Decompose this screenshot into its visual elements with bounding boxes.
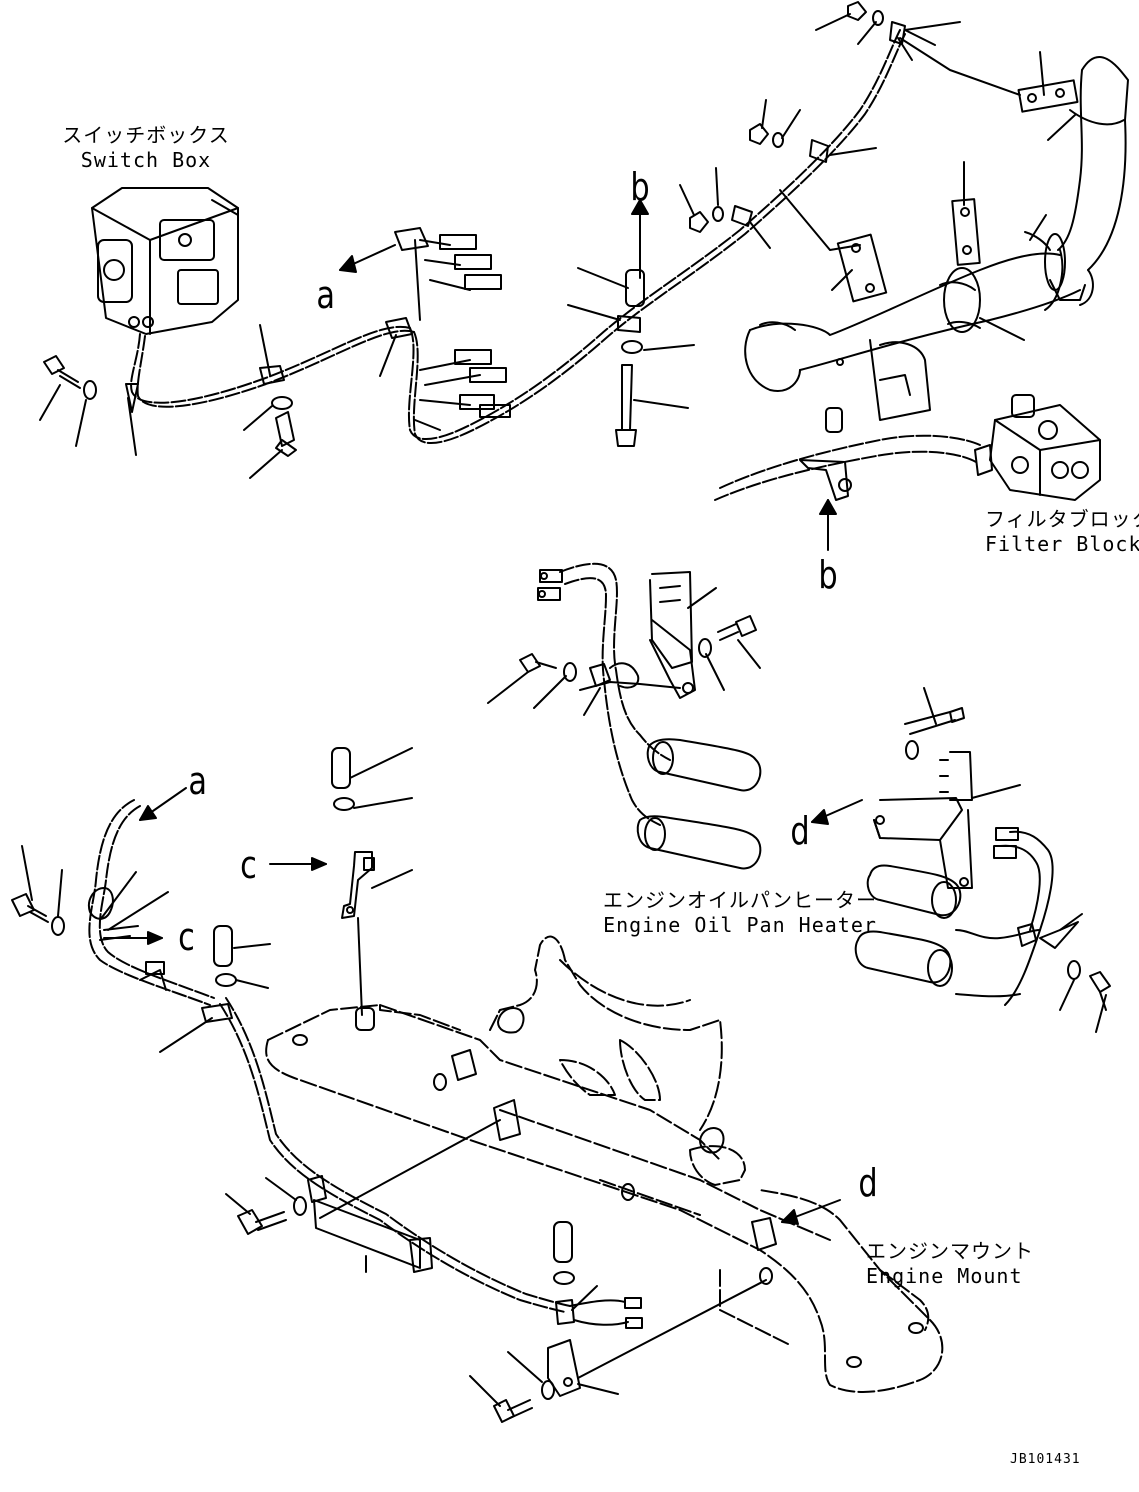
callout-a-top: a (316, 273, 335, 317)
document-id: JB101431 (1010, 1452, 1081, 1467)
callout-d-bottom: d (858, 1161, 878, 1205)
leader-lines-top (39, 13, 1076, 479)
leader-lines-right (923, 687, 1107, 1033)
callout-a-bottom: a (188, 759, 207, 803)
bottom-left-harness (11, 747, 643, 1423)
right-heater-bracket (854, 707, 1111, 1011)
leader-lines-middle (487, 587, 761, 716)
switch-box-label-en: Switch Box (80, 148, 212, 172)
top-hardware (43, 1, 884, 457)
filter-block-label-en: Filter Block (985, 532, 1139, 556)
oil-pan-heater-label-en: Engine Oil Pan Heater (603, 913, 877, 937)
callout-b-top: b (630, 165, 650, 209)
engine-mount-label-jp: エンジンマウント (866, 1239, 1034, 1263)
switch-box-part (91, 187, 239, 335)
engine-mount-details (292, 1007, 924, 1368)
callout-c-right: c (178, 915, 195, 959)
oil-pan-heater-label-jp: エンジンオイルパンヒーター (603, 888, 877, 912)
leader-lines-bottom (21, 747, 767, 1407)
clamp-plates (779, 37, 1079, 303)
top-harness (125, 21, 961, 445)
pipe-assembly (744, 56, 1129, 433)
callout-c-left: c (240, 843, 257, 887)
callout-arrows-top (339, 199, 837, 551)
filter-block-label-jp: フィルタブロック (985, 507, 1139, 531)
oil-pan-heater-harness (519, 562, 762, 870)
callout-d-left: d (790, 809, 810, 853)
switch-box-label-jp: スイッチボックス (62, 123, 230, 147)
callout-b-bottom: b (818, 553, 838, 597)
filter-block-part (714, 394, 1101, 501)
engine-mount-label-en: Engine Mount (866, 1264, 1023, 1288)
engine-mount-part (265, 935, 944, 1393)
